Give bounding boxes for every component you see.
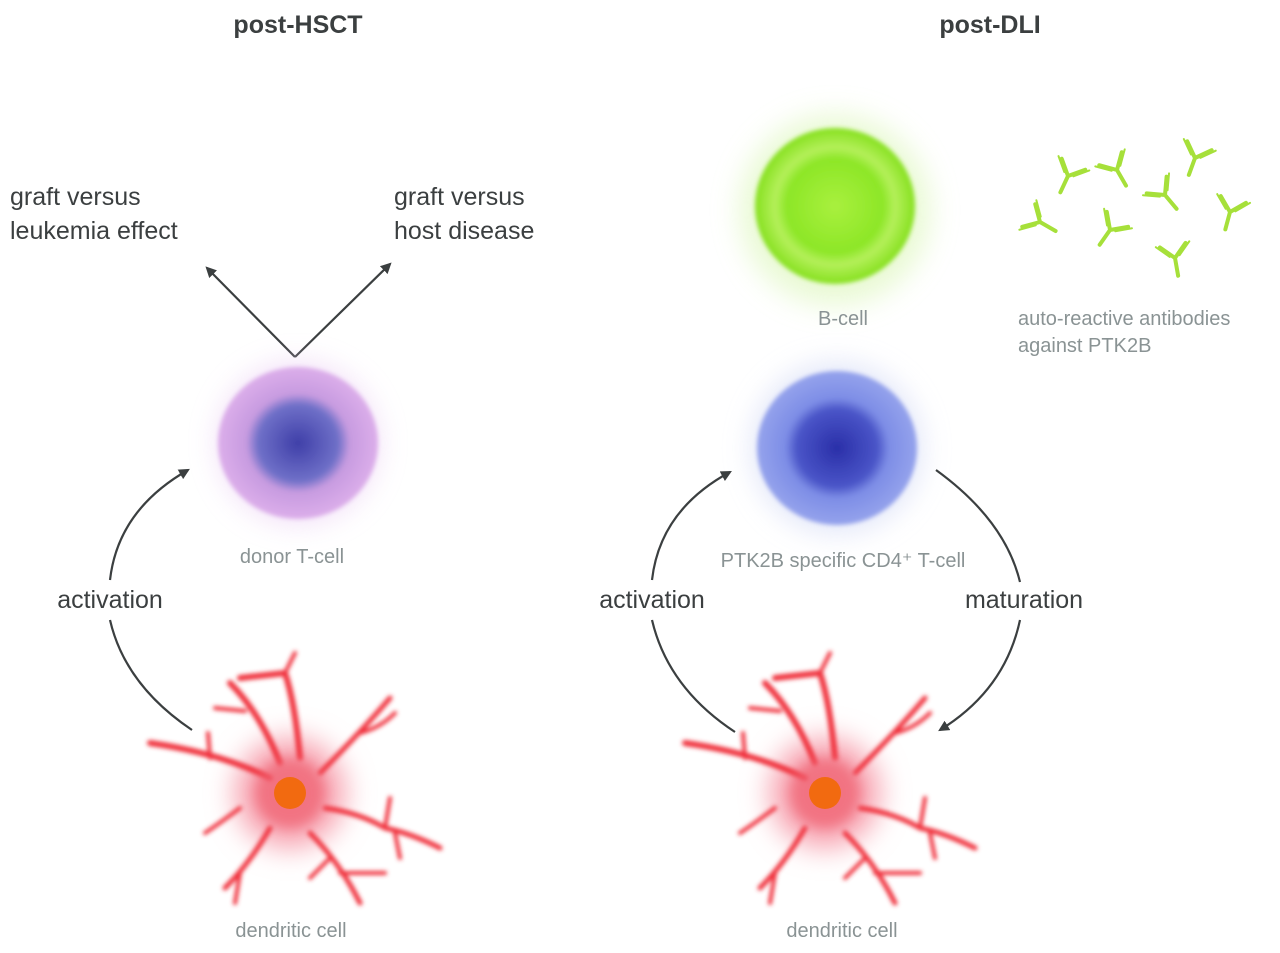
cd4-t-cell-icon [752,363,922,533]
activation-label-right: activation [599,586,705,614]
b-cell-label: B-cell [818,308,868,330]
cd4-t-cell-label: PTK2B specific CD4⁺ T-cell [721,550,966,572]
activation-arrow-right [650,470,732,581]
left-panel-title: post-HSCT [233,11,362,39]
dendritic-cell-icon-right [685,653,975,903]
dendritic-cell-label-right: dendritic cell [786,920,897,942]
gvhd-label-line2: host disease [394,217,534,245]
b-cell-icon [740,115,930,305]
gvl-label-line1: graft versus [10,183,141,211]
activation-label-left: activation [57,586,163,614]
outcome-arrows [205,262,392,358]
activation-arrow-right-tail [650,619,736,733]
dendritic-cell-label-left: dendritic cell [235,920,346,942]
gvl-label-line2: leukemia effect [10,217,178,245]
activation-arrow-left [108,468,190,581]
donor-t-cell-label: donor T-cell [240,546,344,568]
maturation-arrow-tail [935,469,1022,583]
right-panel-title: post-DLI [939,11,1040,39]
antibodies-label-line1: auto-reactive antibodies [1018,308,1230,330]
gvhd-label-line1: graft versus [394,183,525,211]
antibodies-icon [1017,137,1253,281]
donor-t-cell-icon [218,363,378,523]
maturation-arrow [938,619,1022,732]
activation-arrow-left-tail [108,619,193,731]
maturation-label: maturation [965,586,1083,614]
antibodies-label-line2: against PTK2B [1018,335,1151,357]
dendritic-cell-icon-left [150,653,440,903]
